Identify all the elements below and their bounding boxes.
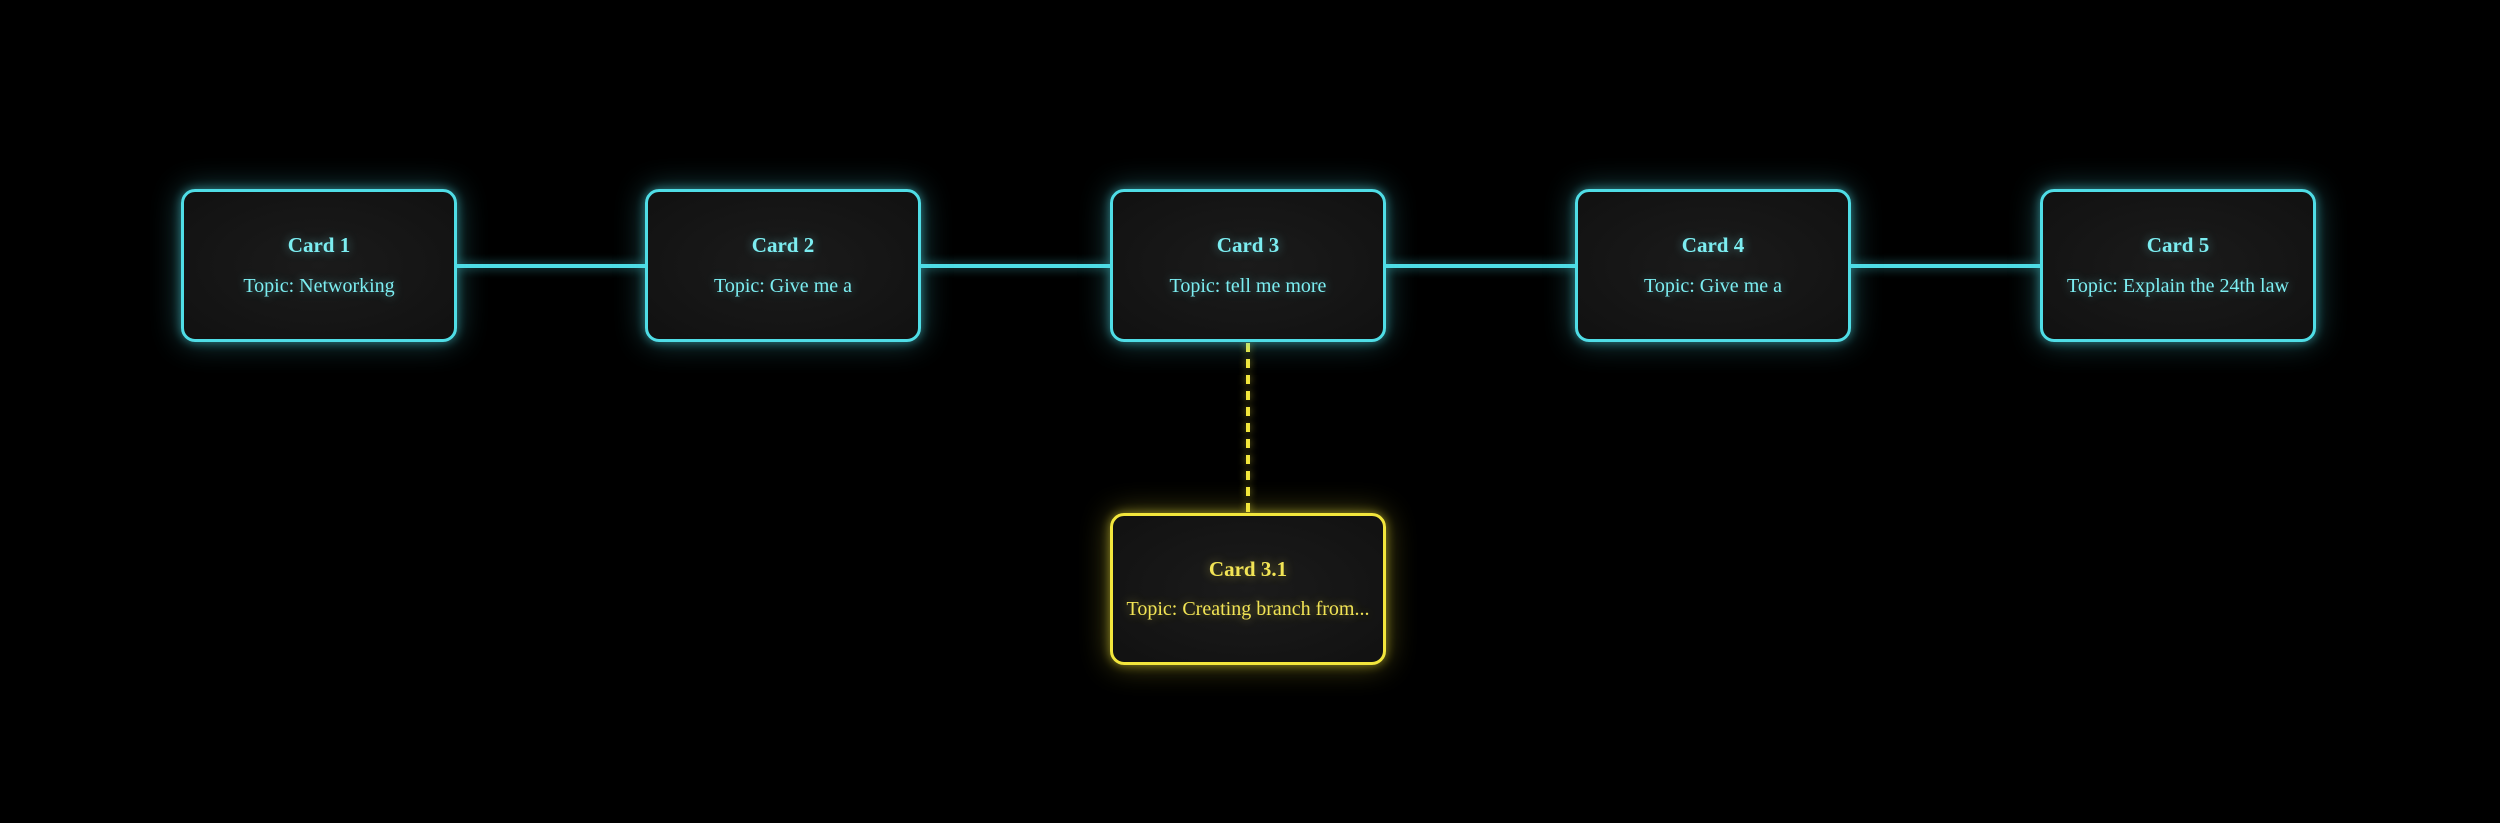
card-2[interactable]: Card 2 Topic: Give me a <box>645 189 921 342</box>
connector-card-4-card-5 <box>1851 264 2040 268</box>
card-title: Card 3 <box>1216 233 1280 258</box>
card-3[interactable]: Card 3 Topic: tell me more <box>1110 189 1386 342</box>
branch-connector-card-3-card-3-1 <box>1246 343 1250 513</box>
card-5[interactable]: Card 5 Topic: Explain the 24th law <box>2040 189 2316 342</box>
connector-card-1-card-2 <box>457 264 645 268</box>
card-topic: Topic: Creating branch from... <box>1126 598 1370 621</box>
card-title: Card 2 <box>751 233 815 258</box>
card-title: Card 1 <box>287 233 351 258</box>
connector-card-2-card-3 <box>921 264 1110 268</box>
connector-card-3-card-4 <box>1386 264 1575 268</box>
card-1[interactable]: Card 1 Topic: Networking <box>181 189 457 342</box>
card-topic: Topic: Give me a <box>1644 274 1782 297</box>
card-3-1[interactable]: Card 3.1 Topic: Creating branch from... <box>1110 513 1386 665</box>
card-topic: Topic: Networking <box>243 274 395 297</box>
card-topic: Topic: Explain the 24th law <box>2067 274 2289 297</box>
card-topic: Topic: tell me more <box>1169 274 1327 297</box>
card-title: Card 3.1 <box>1208 556 1288 581</box>
card-title: Card 4 <box>1681 233 1745 258</box>
card-4[interactable]: Card 4 Topic: Give me a <box>1575 189 1851 342</box>
card-topic: Topic: Give me a <box>714 274 852 297</box>
card-title: Card 5 <box>2146 233 2210 258</box>
